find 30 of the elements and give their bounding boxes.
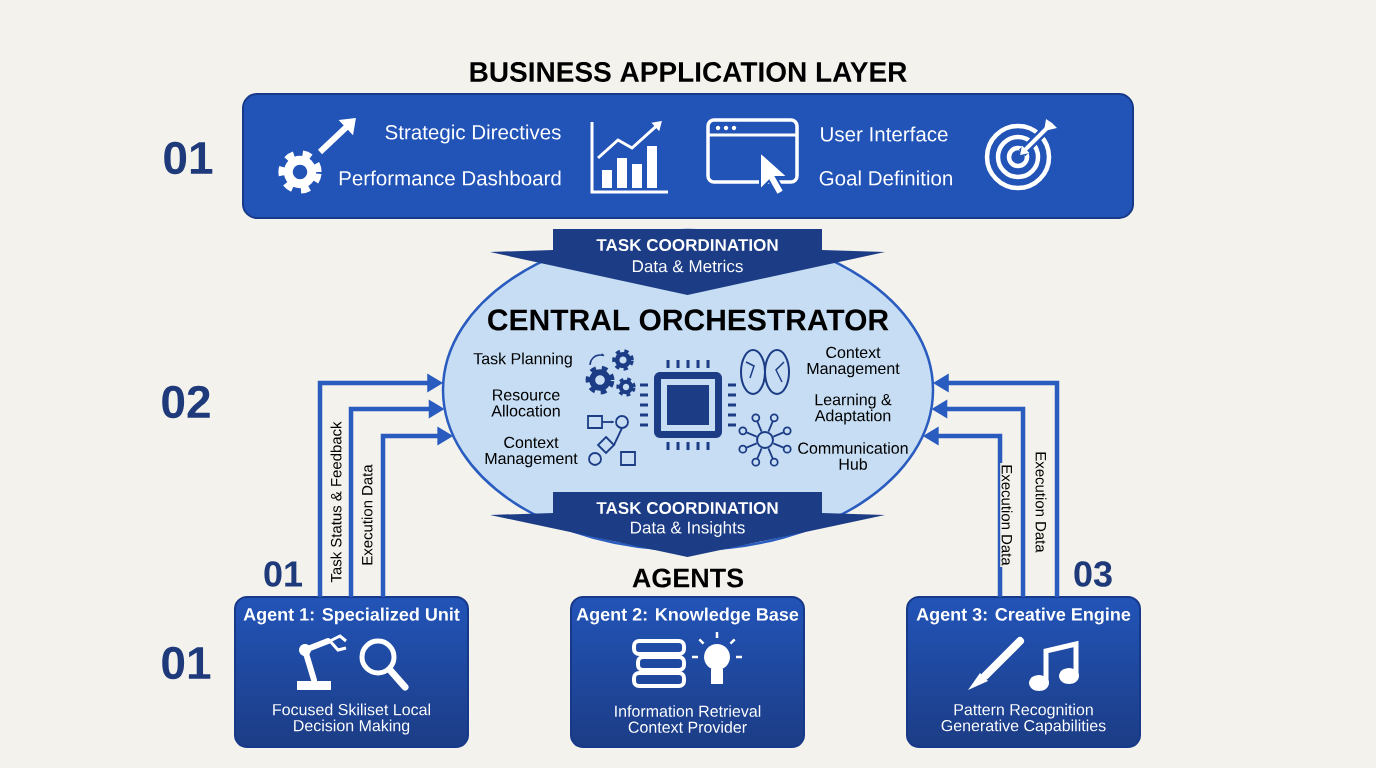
heading: Agent 1: Specialized Unit — [243, 607, 460, 625]
section-heading: AGENTS — [632, 568, 744, 588]
edge-label: Execution Data — [360, 463, 374, 567]
step-number: 03 — [1074, 561, 1112, 587]
item-label: User Interface — [821, 126, 948, 142]
edge-label: Execution Data — [1000, 463, 1014, 567]
step-number: 01 — [264, 561, 303, 587]
banner-text: TASK COORDINATION — [596, 501, 778, 515]
item-label: Focused Skiliset Local Decision Making — [273, 703, 430, 735]
item-label: Performance Dashboard — [339, 170, 561, 186]
banner-text: Data & Insights — [631, 521, 745, 537]
item-label: Task Planning — [473, 352, 572, 368]
heading: Agent 2: Knowledge Base — [576, 607, 799, 625]
step-number: 02 — [162, 385, 210, 419]
banner-text: Data & Metrics — [632, 259, 743, 273]
title: BUSINESS APPLICATION LAYER — [470, 62, 907, 82]
edge-label: Execution Data — [1034, 450, 1048, 554]
item-label: Context Management — [485, 436, 578, 468]
item-label: Context Management — [807, 346, 900, 378]
item-label: Information Retrieval Context Provider — [615, 705, 761, 733]
item-label: Resource Allocation — [491, 389, 560, 417]
item-label: Learning & Adaptation — [814, 393, 892, 425]
item-label: Pattern Recognition Generative Capabilities — [941, 703, 1106, 735]
heading: Agent 3: Creative Engine — [916, 607, 1131, 625]
banner-text: TASK COORDINATION — [596, 238, 778, 252]
item-label: Communication Hub — [798, 442, 908, 470]
item-label: Strategic Directives — [385, 124, 561, 144]
edge-label: Task Status & Feedback — [329, 420, 343, 584]
item-label: Goal Definition — [819, 170, 952, 186]
heading: CENTRAL ORCHESTRATOR — [488, 309, 889, 331]
